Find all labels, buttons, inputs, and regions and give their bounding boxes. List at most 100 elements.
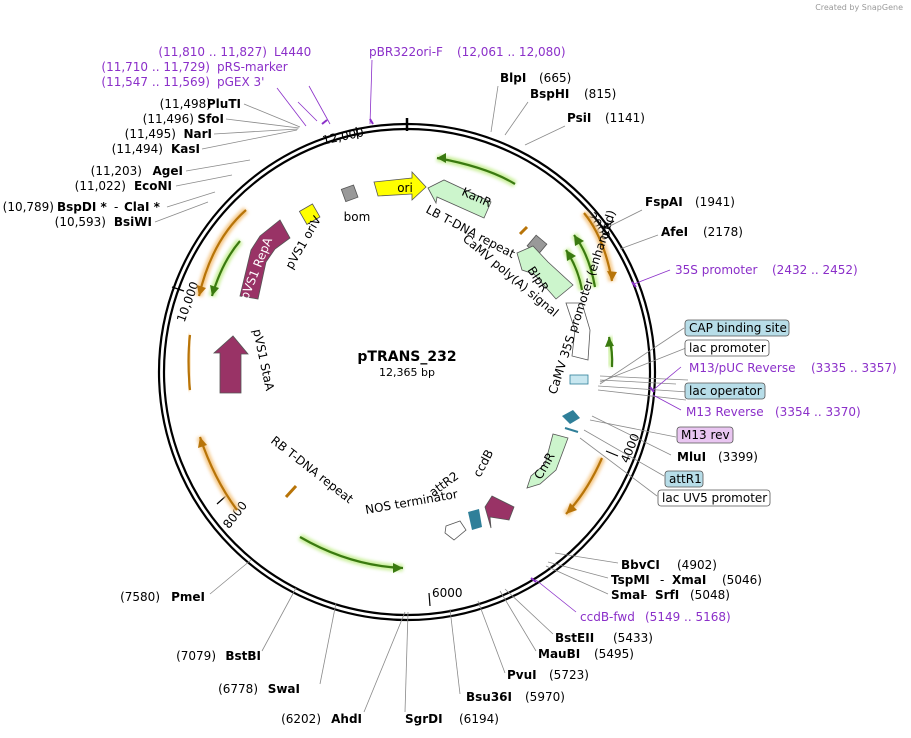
- tick-label-12000: 12,000: [321, 125, 365, 147]
- pvs1-oriv-label: pVS1 oriV: [282, 213, 324, 272]
- site-bsphI: BspHI: [530, 87, 569, 101]
- primer-pgex3: pGEX 3': [217, 75, 264, 89]
- lac-promoter-label: lac promoter: [689, 341, 766, 355]
- ccdb-arrow: [484, 495, 515, 529]
- site-pos-fspAI: (1941): [695, 195, 735, 209]
- cap-binding-label: CAP binding site: [689, 321, 787, 335]
- orf-arc-7: [299, 536, 404, 570]
- tick-12000: [355, 126, 359, 140]
- m13-rev-label: M13 rev: [681, 428, 730, 442]
- site-bspdi: BspDI *: [57, 200, 107, 214]
- pvs1-repa-arrow: [239, 219, 291, 300]
- lacuv5-mark: [564, 427, 579, 433]
- ori-label: ori: [397, 181, 413, 195]
- tick-2000: [601, 220, 615, 230]
- site-clai: ClaI *: [124, 200, 161, 214]
- site-xmaI: XmaI: [672, 573, 706, 587]
- site-pos-psiI: (1141): [605, 111, 645, 125]
- site-bsu36I: Bsu36I: [466, 690, 512, 704]
- cap-binding-box: [684, 319, 790, 337]
- ori-arrow: [373, 170, 427, 201]
- bom-label: bom: [344, 210, 371, 224]
- attr1-label: attR1: [669, 472, 702, 486]
- camv-enhancer-label: CaMV 35S promoter (enhanced): [546, 208, 619, 396]
- sites-bottom-left: (6202) AhdI (6778) SwaI (7079) BstBI (75…: [120, 590, 362, 726]
- site-psiI: PsiI: [567, 111, 591, 125]
- site-afeI: AfeI: [661, 225, 688, 239]
- site-narI: NarI: [183, 127, 212, 141]
- m13-rev-box: [676, 426, 734, 444]
- site-pos-kasI: (11,494): [112, 142, 163, 156]
- lac-operator-mark: [569, 374, 589, 385]
- primer-range-prs: (11,710 .. 11,729): [101, 60, 210, 74]
- primer-range-pbr322ori: (12,061 .. 12,080): [457, 45, 566, 59]
- primers-top-left: (11,810 .. 11,827) L4440 (11,710 .. 11,7…: [101, 45, 565, 89]
- site-pos-bstBI: (7079): [176, 649, 216, 663]
- pvs1-oriv-box: [298, 203, 321, 225]
- bom-box: [340, 184, 359, 203]
- ccdb-label: ccdB: [470, 447, 496, 479]
- site-pmeI: PmeI: [171, 590, 205, 604]
- right-boxes: CAP binding site lac promoter M13/pUC Re…: [657, 319, 897, 507]
- plasmid-name: pTRANS_232: [357, 349, 456, 365]
- site-sgrDI: SgrDI: [405, 712, 443, 726]
- site-pos-bsphI: (815): [584, 87, 616, 101]
- attr1-mark: [562, 410, 580, 424]
- site-plutI: PluTI: [207, 97, 241, 111]
- blpr-arrow: [516, 245, 574, 300]
- sites-top-left: (11,498) PluTI (11,496) SfoI (11,495) Na…: [3, 97, 241, 229]
- site-pos-sgrDI: (6194): [459, 712, 499, 726]
- lac-operator-box: [684, 382, 766, 400]
- kanr-arrow: [427, 179, 492, 219]
- lac-uv5-box: [657, 489, 771, 507]
- lac-operator-label: lac operator: [689, 384, 762, 398]
- site-pos-mauBI: (5495): [594, 647, 634, 661]
- primer-35s: 35S promoter: [675, 263, 757, 277]
- site-bstEII: BstEII: [555, 631, 594, 645]
- sites-top-right: BlpI (665) BspHI (815) PsiI (1141) FspAI…: [500, 71, 858, 277]
- site-dash-smai: -: [643, 588, 647, 602]
- pvs1-staa-label: pVS1 StaA: [250, 328, 277, 393]
- attr1-box: [664, 470, 704, 488]
- site-pos-bstEII: (5433): [613, 631, 653, 645]
- site-ahdI: AhdI: [331, 712, 362, 726]
- site-sfoI: SfoI: [197, 112, 224, 126]
- site-pos-pvuI: (5723): [549, 668, 589, 682]
- rb-tdna-mark: [284, 484, 298, 499]
- site-srfI: SrfI: [655, 588, 679, 602]
- orf-arcs: [185, 153, 617, 573]
- site-dash-tspmi: -: [660, 573, 664, 587]
- site-pos-econI: (11,022): [75, 179, 126, 193]
- nos-terminator-label: NOS terminator: [364, 487, 459, 517]
- site-pos-bspdi: (10,789): [3, 200, 54, 214]
- primer-range-m13puc: (3335 .. 3357): [811, 361, 897, 375]
- primer-m13puc: M13/pUC Reverse: [689, 361, 796, 375]
- site-bbvCI: BbvCI: [621, 558, 660, 572]
- site-pvuI: PvuI: [507, 668, 537, 682]
- nos-terminator-arrow: [444, 520, 467, 541]
- site-tspMI: TspMI: [611, 573, 650, 587]
- primer-range-l4440: (11,810 .. 11,827): [158, 45, 267, 59]
- primer-range-pgex: (11,547 .. 11,569): [101, 75, 210, 89]
- pvs1-staa-arrow: [212, 335, 249, 394]
- sites-bottom-right: BbvCI (4902) TspMI - XmaI (5046) SmaI - …: [405, 558, 762, 726]
- site-pos-ageI: (11,203): [91, 164, 142, 178]
- site-pos-narI: (11,495): [125, 127, 176, 141]
- site-pos-afeI: (2178): [703, 225, 743, 239]
- tick-10000: [171, 286, 185, 292]
- site-pos-plutI: (11,498): [160, 97, 211, 111]
- orf-arc-10: [197, 209, 247, 297]
- leader-lines: [154, 59, 689, 713]
- lac-promoter-box: [684, 339, 770, 357]
- site-pos-bbvCI: (4902): [677, 558, 717, 572]
- site-pos-blpI: (665): [539, 71, 571, 85]
- site-pos-sfoI: (11,496): [143, 112, 194, 126]
- site-kasI: KasI: [171, 142, 200, 156]
- lac-uv5-label: lac UV5 promoter: [662, 491, 767, 505]
- tick-4000: [605, 450, 619, 457]
- primer-range-ccdb: (5149 .. 5168): [645, 610, 731, 624]
- site-mluI: MluI: [677, 450, 706, 464]
- rb-tdna-label: RB T-DNA repeat: [268, 433, 356, 506]
- site-dash-bspdi: -: [114, 200, 118, 214]
- attr2-arrow: [468, 509, 482, 530]
